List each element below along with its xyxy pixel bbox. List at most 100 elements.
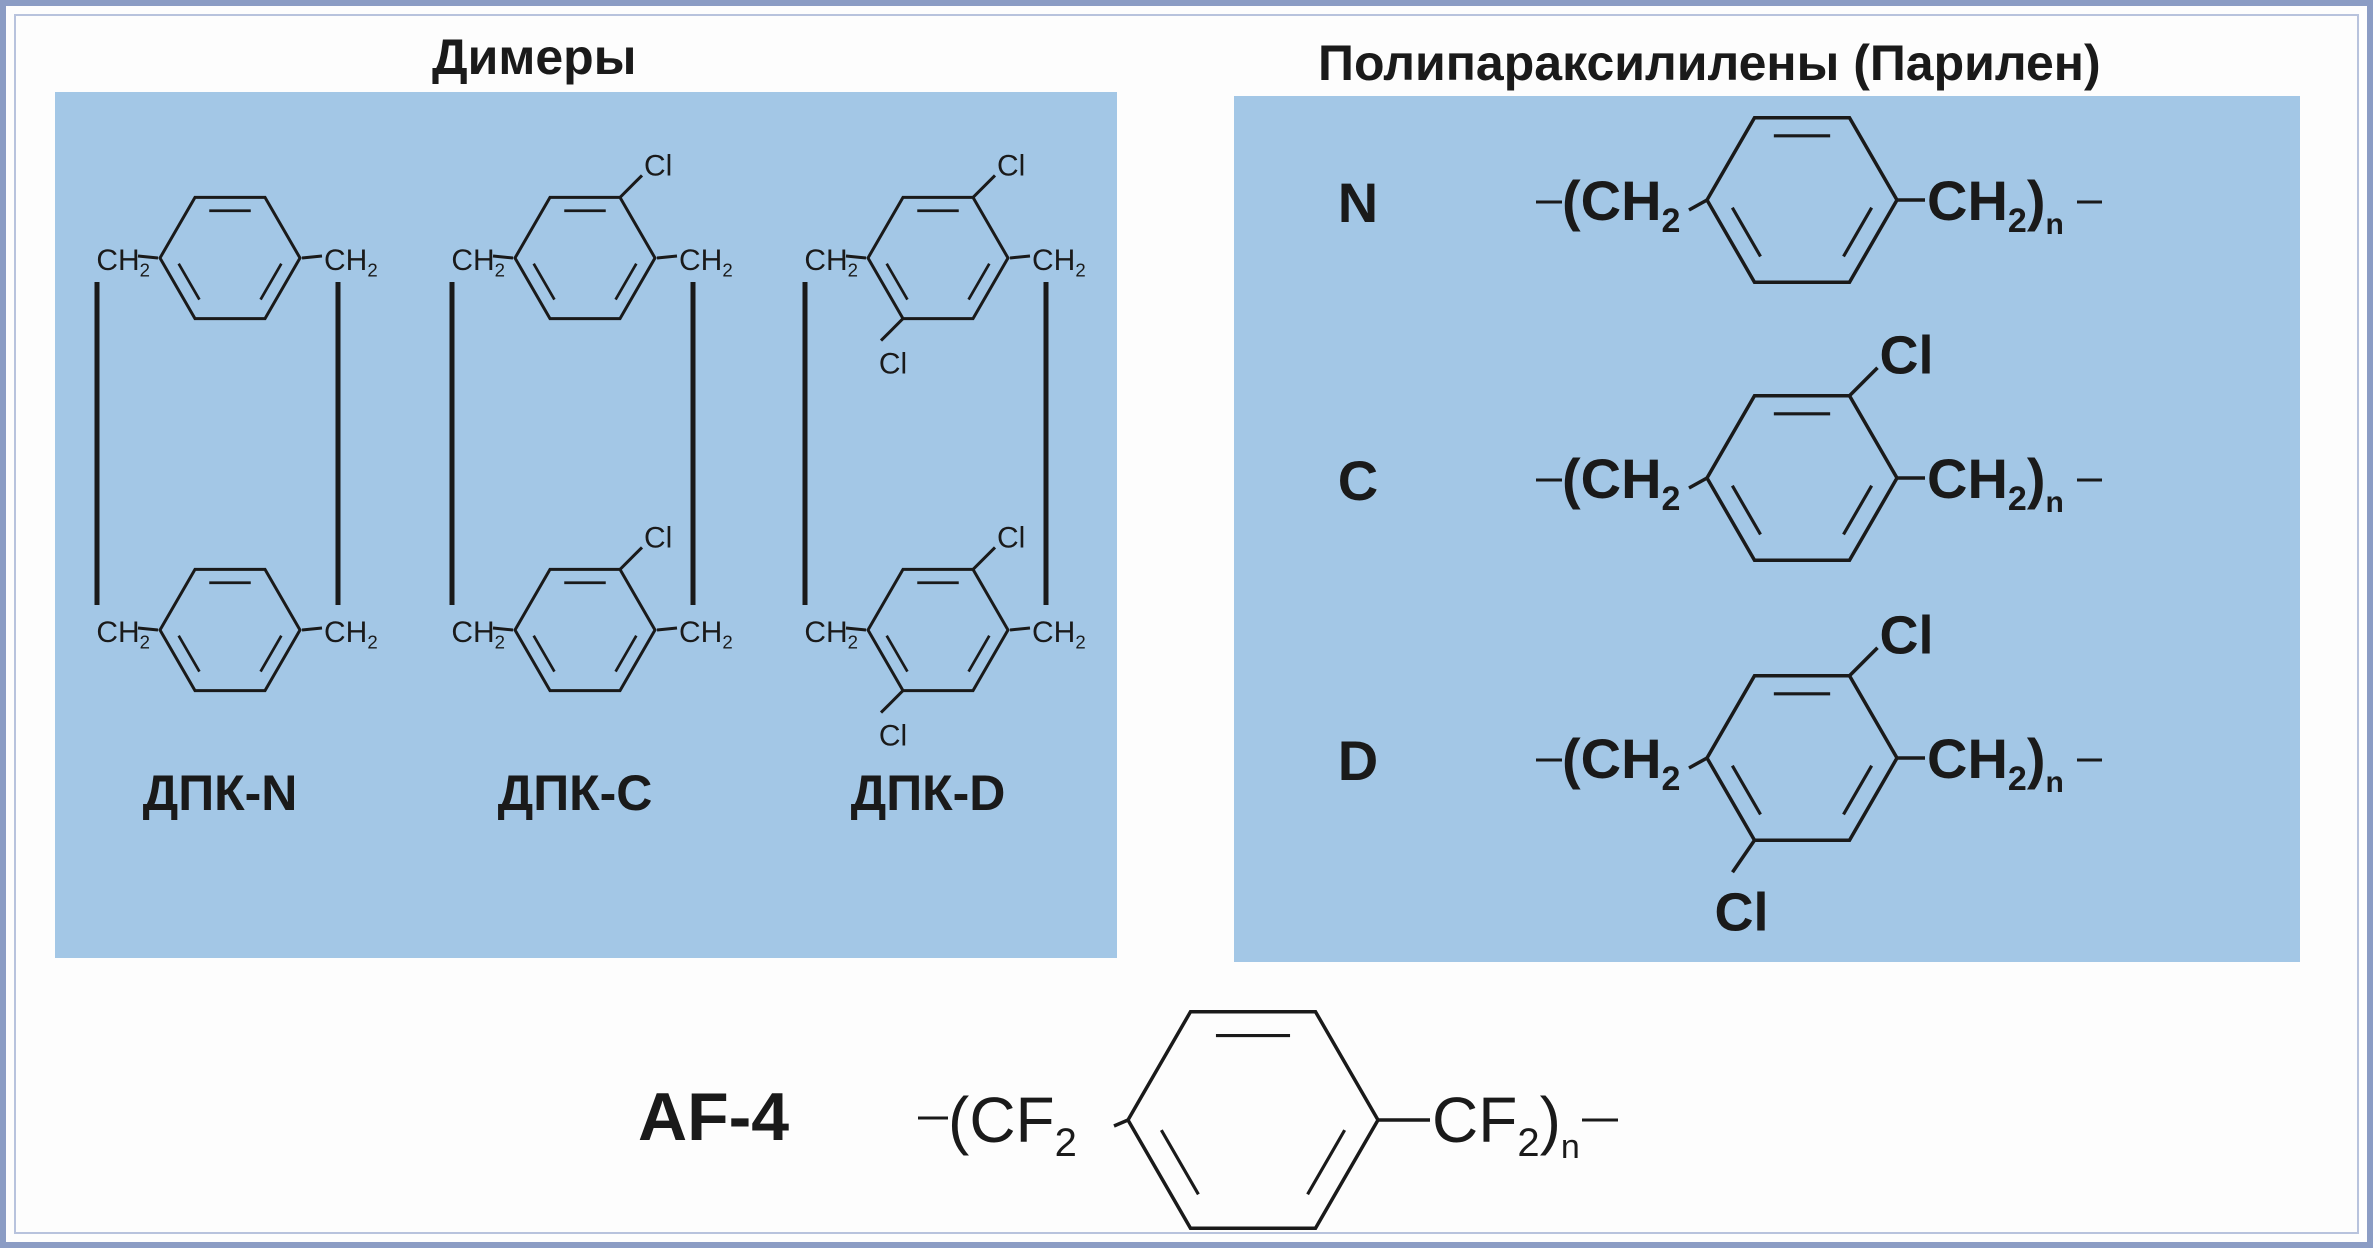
polymers-panel: [1234, 96, 2300, 962]
cl-bond: [971, 546, 997, 571]
double-bond: [259, 262, 283, 301]
cl-bond: [1848, 646, 1879, 677]
double-bond: [614, 634, 638, 673]
cl-bond: [618, 174, 644, 199]
double-bond: [1842, 484, 1874, 536]
ch2-bond: [845, 254, 867, 260]
double-bond: [614, 262, 638, 301]
ch2-right-label: CH2)n: [1927, 727, 2064, 799]
cf2-right-label: CF2)n: [1432, 1084, 1580, 1166]
double-bond: [885, 634, 909, 673]
cl-label: Cl: [644, 521, 672, 554]
af4-polymer: AF-4 (CF2 CF2)n: [638, 1009, 1618, 1231]
ring-bond-left: [1688, 198, 1708, 212]
inner-frame: [14, 14, 2359, 1234]
double-bond: [532, 634, 556, 673]
ch2-left-label: CH2: [804, 616, 858, 653]
ch2-bond: [137, 626, 159, 632]
double-bond: [1842, 764, 1874, 816]
ch2-bond: [1009, 626, 1031, 632]
cl-label: Cl: [1715, 882, 1769, 942]
cl-label: Cl: [879, 720, 907, 753]
polymers-title: Полипараксилилены (Парилен): [1318, 35, 2101, 91]
ch2-right-label: CH2: [324, 244, 378, 281]
cl-bond: [1848, 366, 1879, 397]
ch2-bond: [301, 626, 323, 632]
polymer-row-label: C: [1338, 449, 1378, 512]
ch2-right-label: CH2)n: [1927, 447, 2064, 519]
dimer-label-dpk-c: ДПК-C: [498, 765, 653, 821]
cl-bond: [971, 174, 997, 199]
cl-label: Cl: [879, 348, 907, 381]
ch2-right-label: CH2: [1032, 616, 1086, 653]
af4-label: AF-4: [638, 1079, 789, 1155]
ch2-right-label: CH2: [679, 244, 733, 281]
cl-label: Cl: [1880, 606, 1934, 666]
ch2-left-label: CH2: [451, 616, 505, 653]
double-bond: [177, 262, 201, 301]
dimer-label-dpk-n: ДПК-N: [143, 765, 298, 821]
cl-bond: [1731, 839, 1756, 874]
polymer-row-label: D: [1338, 729, 1378, 792]
double-bond: [1306, 1129, 1347, 1196]
ch2-right-label: CH2: [1032, 244, 1086, 281]
cl-label: Cl: [644, 149, 672, 182]
bottom-benzene-ring: [158, 567, 302, 693]
ch2-left-label: (CH2: [1562, 727, 1680, 798]
ring-outline: [158, 195, 302, 321]
double-bond: [259, 634, 283, 673]
ch2-bond: [137, 254, 159, 260]
double-bond: [1159, 1129, 1200, 1196]
ring-bond-left: [1688, 756, 1708, 770]
ring-outline: [158, 567, 302, 693]
cl-bond: [879, 689, 905, 714]
double-bond: [177, 634, 201, 673]
ch2-right-label: CH2: [679, 616, 733, 653]
ch2-bond: [492, 626, 514, 632]
double-bond: [967, 634, 991, 673]
double-bond: [1730, 764, 1762, 816]
ch2-bond: [492, 254, 514, 260]
cl-bond: [618, 546, 644, 571]
ch2-left-label: (CH2: [1562, 169, 1680, 240]
ch2-left-label: CH2: [96, 244, 150, 281]
dimers-panel: [55, 92, 1117, 958]
double-bond: [1842, 206, 1874, 258]
ch2-bond: [656, 254, 678, 260]
ch2-left-label: CH2: [96, 616, 150, 653]
polymer-row-label: N: [1338, 171, 1378, 234]
top-benzene-ring: [158, 195, 302, 321]
cl-bond: [879, 317, 905, 342]
double-bond: [532, 262, 556, 301]
ring-bond-left: [1688, 476, 1708, 490]
ch2-left-label: CH2: [451, 244, 505, 281]
dimer-label-dpk-d: ДПК-D: [851, 765, 1006, 821]
benzene-ring: [1125, 1009, 1381, 1231]
af4-structure: AF-4 (CF2 CF2)n: [638, 1009, 1618, 1231]
ring-bond-left: [1113, 1118, 1129, 1128]
ch2-left-label: (CH2: [1562, 447, 1680, 518]
double-bond: [967, 262, 991, 301]
cl-label: Cl: [997, 149, 1025, 182]
cf2-left-label: (CF2: [948, 1084, 1077, 1165]
parylen-n-polymer: N (CH2 CH2)n: [1338, 115, 2102, 285]
ch2-bond: [1009, 254, 1031, 260]
ch2-bond: [845, 626, 867, 632]
double-bond: [1730, 484, 1762, 536]
double-bond: [1730, 206, 1762, 258]
double-bond: [885, 262, 909, 301]
ch2-bond: [301, 254, 323, 260]
ch2-bond: [656, 626, 678, 632]
ch2-right-label: CH2)n: [1927, 169, 2064, 241]
ch2-right-label: CH2: [324, 616, 378, 653]
dimers-title: Димеры: [432, 29, 637, 85]
cl-label: Cl: [997, 521, 1025, 554]
